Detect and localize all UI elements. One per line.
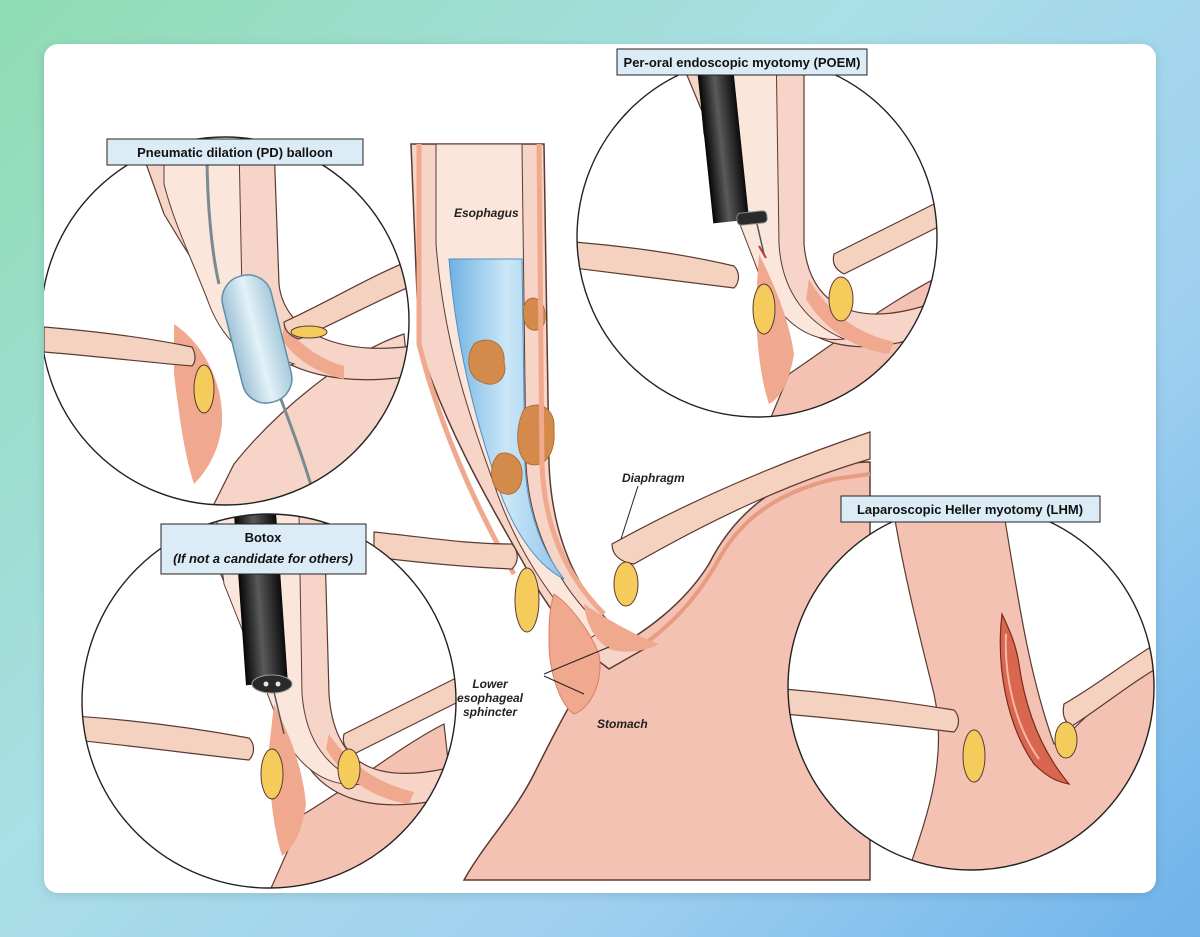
poem-endoscope [694,57,750,224]
pd-label: Pneumatic dilation (PD) balloon [137,145,333,160]
botox-label-box [160,523,367,575]
pd-label-box [106,138,364,166]
fat-pad-left [514,567,540,633]
figure-card: Esophagus Diaphragm Lower esophageal sph… [44,44,1156,893]
balloon [221,274,293,404]
lhm-label-box [840,495,1101,523]
myotomy-incision [999,611,1071,785]
central-anatomy [373,143,871,881]
pd-balloon-inset [44,136,410,506]
diaphragm-label: Diaphragm [622,471,685,485]
poem-label: Per-oral endoscopic myotomy (POEM) [624,55,861,70]
stomach-label: Stomach [597,717,648,731]
les-label-line1: Lower [472,677,509,691]
lhm-inset [787,503,1155,871]
poem-label-box [616,48,868,76]
fluid-column [448,258,565,580]
botox-subtitle: (If not a candidate for others) [173,551,353,566]
les-label-line2: esophageal [457,691,524,705]
botox-title: Botox [245,530,283,545]
fat-pad-right [613,561,639,607]
les-label-line3: sphincter [463,705,518,719]
achalasia-treatment-diagram: Esophagus Diaphragm Lower esophageal sph… [44,48,1155,889]
diaphragm-left [373,531,518,570]
poem-inset [576,56,938,418]
lhm-label: Laparoscopic Heller myotomy (LHM) [857,502,1083,517]
esophagus-label: Esophagus [454,206,519,220]
